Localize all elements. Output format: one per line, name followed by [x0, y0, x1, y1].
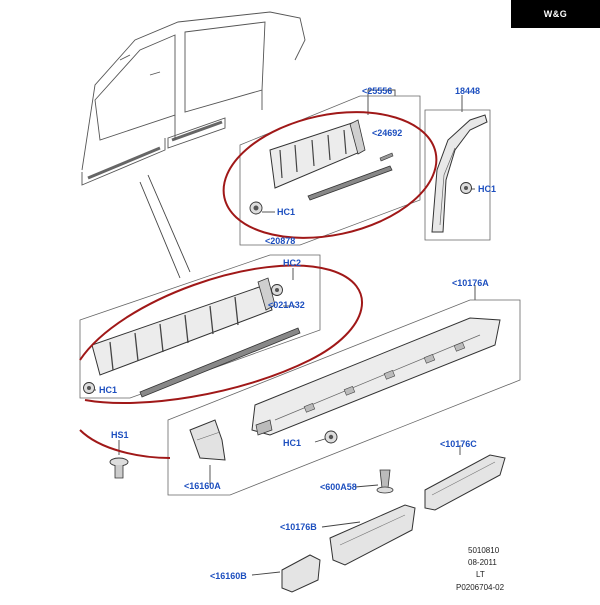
callout-hs1[interactable]: HS1	[111, 430, 129, 440]
callout-16160a[interactable]: <16160A	[184, 481, 221, 491]
meta-side: LT	[476, 570, 485, 579]
part-20878	[91, 277, 276, 376]
part-16160b	[281, 554, 321, 593]
screw-hs1	[109, 457, 129, 479]
meta-figure-id: P0206704-02	[456, 583, 505, 592]
callout-021a32[interactable]: <021A32	[268, 300, 305, 310]
callout-25556[interactable]: <25556	[362, 86, 393, 96]
callout-hc1-top[interactable]: HC1	[277, 207, 296, 217]
part-10176c	[424, 454, 506, 511]
vehicle-outline	[81, 11, 306, 186]
callout-hc2[interactable]: HC2	[283, 258, 302, 268]
part-18448	[431, 114, 488, 233]
brand-text: W&G	[543, 9, 568, 19]
meta-code: 5010810	[468, 546, 500, 555]
part-10176a	[251, 317, 501, 436]
part-16160a	[189, 419, 226, 461]
callout-10176a[interactable]: <10176A	[452, 278, 489, 288]
callout-600a58[interactable]: <600A58	[320, 482, 357, 492]
callout-20878[interactable]: <20878	[265, 236, 296, 246]
meta-date: 08-2011	[468, 558, 497, 567]
callout-hc1-middle[interactable]: HC1	[99, 385, 118, 395]
brand-logo: W&G	[511, 0, 600, 28]
callout-hc1-arch[interactable]: HC1	[478, 184, 497, 194]
clip-hc2	[271, 284, 283, 296]
clip-hc1-bottom	[324, 430, 338, 444]
callout-hc1-bottom[interactable]: HC1	[283, 438, 302, 448]
group-boxes	[79, 95, 521, 496]
callout-16160b[interactable]: <16160B	[210, 571, 247, 581]
clip-hc1-top	[249, 201, 263, 215]
callout-18448[interactable]: 18448	[455, 86, 481, 96]
callout-10176c[interactable]: <10176C	[440, 439, 477, 449]
part-25556	[269, 119, 366, 189]
part-24692	[307, 152, 394, 201]
highlight-ellipses	[79, 111, 438, 459]
clip-hc1-middle	[83, 382, 95, 394]
bolt-600a58	[376, 469, 394, 494]
part-10176b	[329, 504, 416, 566]
callout-24692[interactable]: <24692	[372, 128, 403, 138]
callout-10176b[interactable]: <10176B	[280, 522, 317, 532]
part-021a32	[139, 327, 301, 398]
